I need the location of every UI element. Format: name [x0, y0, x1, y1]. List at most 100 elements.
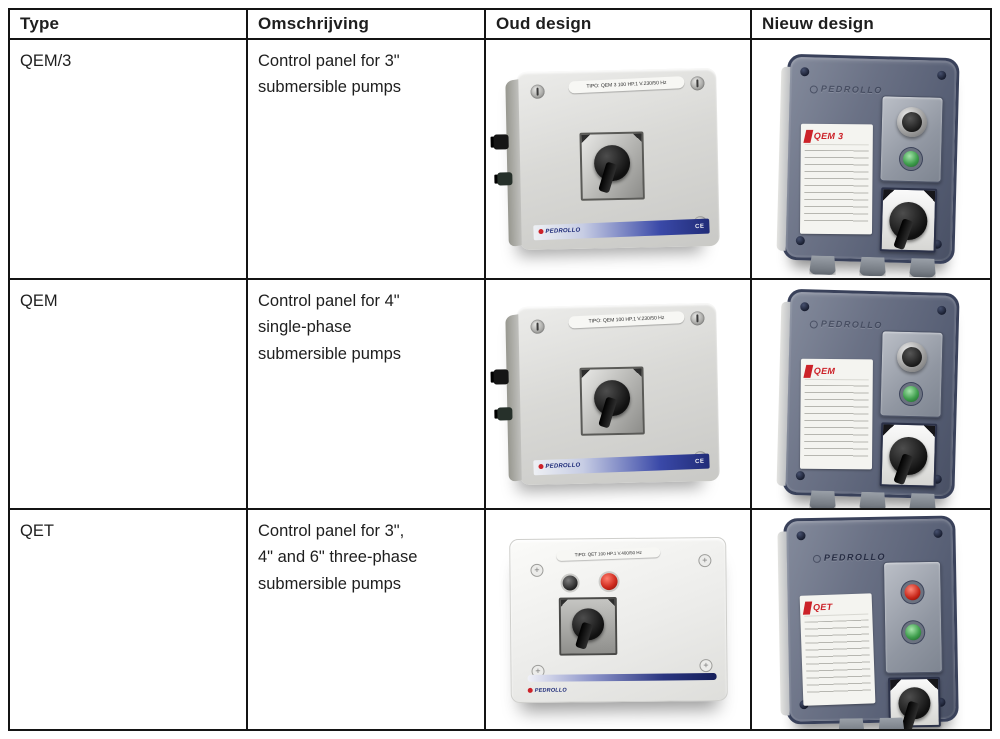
pedrollo-embossed-logo: PEDROLLO [810, 83, 883, 96]
reset-button [896, 341, 928, 373]
header-nieuw-design-label: Nieuw design [762, 14, 874, 33]
screw-icon [698, 658, 713, 672]
model-logo: QET [802, 597, 869, 617]
rotary-switch-knob [571, 607, 604, 640]
cell-description-qem3: Control panel for 3" submersible pumps [248, 40, 486, 280]
rotary-switch-knob [888, 436, 928, 476]
box-side-face [505, 314, 522, 483]
model-name: QEM 3 [813, 130, 844, 142]
screw-icon [530, 84, 545, 99]
table-grid: Type Omschrijving Oud design Nieuw desig… [10, 10, 990, 729]
blue-accent-strip [527, 672, 717, 682]
spec-text-lines [804, 618, 872, 698]
product-photo-new-qem3: PEDROLLO QEM 3 [752, 40, 990, 278]
product-comparison-table: Type Omschrijving Oud design Nieuw desig… [8, 8, 992, 731]
ce-mark: CE [694, 458, 705, 465]
rotary-switch-panel [579, 131, 645, 201]
pedrollo-embossed-logo: PEDROLLO [813, 551, 886, 562]
screw-icon [690, 76, 705, 91]
rotary-switch-knob [888, 201, 928, 241]
type-label: QEM [20, 292, 58, 310]
cell-type-qem: QEM [10, 280, 248, 510]
green-indicator-light [902, 150, 920, 168]
box-side-face [777, 530, 790, 716]
header-oud-design: Oud design [486, 10, 752, 40]
cell-type-qet: QET [10, 510, 248, 729]
model-logo: QEM 3 [803, 127, 869, 146]
cable-gland [878, 717, 905, 729]
box-side-face [776, 66, 791, 251]
cable-gland [859, 257, 886, 277]
model-name: QEM [813, 365, 836, 377]
description-text: Control panel for 3", 4" and 6" three-ph… [258, 522, 418, 593]
control-box-old: TIPO: QEM 3 100 HP.1 V.230/50 Hz PEDROLL… [493, 67, 720, 251]
rotary-switch-knob [898, 686, 931, 719]
logo-flag-icon [802, 600, 813, 614]
spec-text-lines [804, 384, 869, 462]
header-nieuw-design: Nieuw design [752, 10, 990, 40]
control-panel-inset [879, 330, 944, 418]
cell-new-design-qet: PEDROLLO QET [752, 510, 990, 729]
cable-gland [909, 493, 936, 510]
tipo-label: TIPO: QEM 100 HP.1 V.230/50 Hz [568, 311, 685, 329]
spec-label: QET [799, 592, 876, 706]
cell-type-qem3: QEM/3 [10, 40, 248, 280]
rotary-switch-knob [593, 380, 631, 417]
green-indicator-light [905, 623, 922, 640]
control-box-old: TIPO: QEM 100 HP.1 V.230/50 Hz PEDROLLO … [493, 302, 720, 486]
cell-old-design-qem3: TIPO: QEM 3 100 HP.1 V.230/50 Hz PEDROLL… [486, 40, 752, 280]
cell-new-design-qem3: PEDROLLO QEM 3 [752, 40, 990, 280]
cell-description-qem: Control panel for 4" single-phase submer… [248, 280, 486, 510]
pedrollo-logo: PEDROLLO [538, 228, 580, 236]
cell-description-qet: Control panel for 3", 4" and 6" three-ph… [248, 510, 486, 729]
header-type-label: Type [20, 14, 60, 33]
red-indicator-light [904, 583, 921, 600]
model-logo: QEM [803, 362, 869, 381]
screw-icon [937, 305, 947, 315]
cable-gland [859, 492, 886, 510]
control-box-new: PEDROLLO QET [777, 515, 959, 724]
rotary-switch-panel [879, 187, 938, 253]
cable-gland [497, 172, 513, 186]
tipo-label: TIPO: QET 100 HP.1 V.400/50 Hz [555, 546, 660, 561]
dark-indicator-light [562, 574, 578, 591]
spec-label: QEM 3 [799, 123, 873, 235]
spec-text-lines [804, 149, 869, 227]
screw-icon [933, 528, 943, 538]
pedrollo-embossed-logo: PEDROLLO [810, 318, 883, 331]
screw-icon [690, 311, 705, 326]
logo-flag-icon [803, 364, 814, 378]
cell-old-design-qem: TIPO: QEM 100 HP.1 V.230/50 Hz PEDROLLO … [486, 280, 752, 510]
brand-banner: PEDROLLO CE [533, 218, 710, 241]
header-type: Type [10, 10, 248, 40]
box-side-face [776, 301, 791, 486]
type-label: QEM/3 [20, 52, 72, 70]
tipo-label: TIPO: QEM 3 100 HP.1 V.230/50 Hz [568, 76, 685, 94]
pedrollo-logo: PEDROLLO [538, 463, 580, 471]
brand-banner: PEDROLLO CE [533, 453, 710, 476]
control-panel-inset [879, 95, 944, 183]
logo-flag-icon [803, 129, 814, 143]
control-box-new: PEDROLLO QEM [776, 288, 960, 499]
product-photo-new-qem: PEDROLLO QEM [752, 280, 990, 508]
control-box-old: TIPO: QET 100 HP.1 V.400/50 Hz PEDROLLO [508, 536, 728, 703]
box-side-face [505, 79, 522, 248]
cable-gland [497, 407, 513, 421]
cell-new-design-qem: PEDROLLO QEM [752, 280, 990, 510]
screw-icon [529, 563, 544, 577]
product-photo-old-qem: TIPO: QEM 100 HP.1 V.230/50 Hz PEDROLLO … [486, 280, 750, 508]
rotary-switch-panel [879, 422, 938, 488]
description-text: Control panel for 4" single-phase submer… [258, 292, 402, 363]
screw-icon [937, 70, 947, 80]
red-indicator-light [600, 572, 618, 590]
screw-icon [530, 319, 545, 334]
rotary-switch-knob [593, 145, 631, 182]
product-photo-old-qem3: TIPO: QEM 3 100 HP.1 V.230/50 Hz PEDROLL… [486, 40, 750, 278]
cable-gland [909, 258, 936, 278]
model-name: QET [812, 601, 833, 612]
reset-button [896, 106, 928, 138]
cable-gland [838, 718, 865, 729]
description-text: Control panel for 3" submersible pumps [258, 52, 402, 97]
screw-icon [800, 302, 810, 312]
screw-icon [800, 67, 810, 77]
